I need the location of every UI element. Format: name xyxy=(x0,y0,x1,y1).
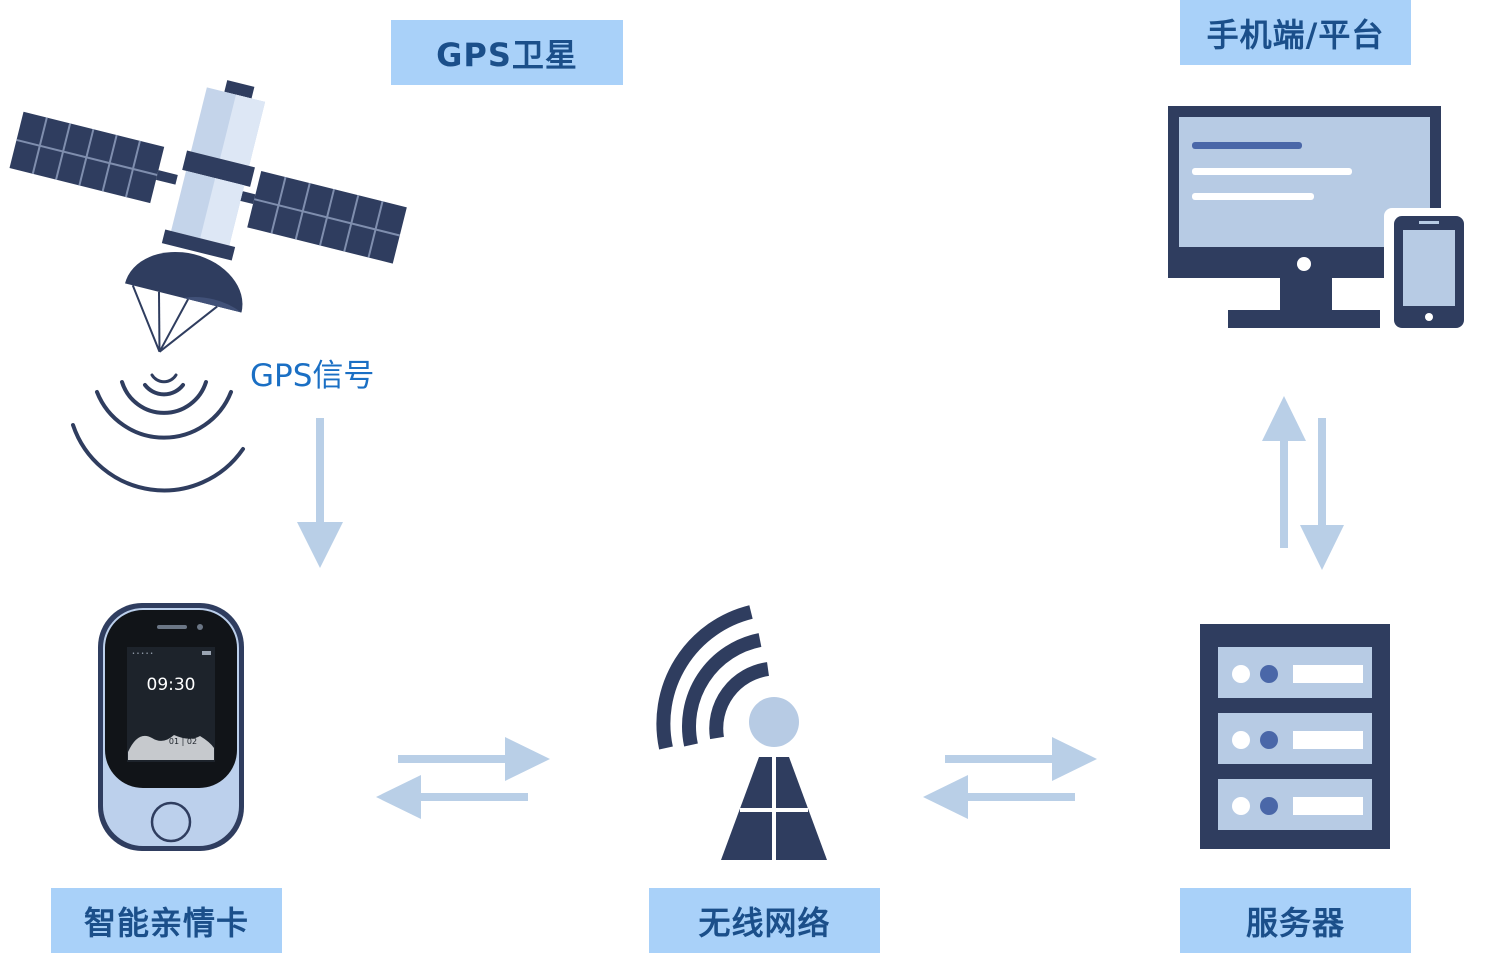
card-label: 智能亲情卡 xyxy=(51,888,282,953)
arrows-tower-server xyxy=(923,737,1097,819)
gps-signal-label: GPS信号 xyxy=(250,350,374,395)
gps-satellite-label-text: GPS卫星 xyxy=(436,35,578,74)
wireless-label-text: 无线网络 xyxy=(698,903,831,942)
card-device-icon: • • • • • 09:30 01 | 02 xyxy=(98,603,244,851)
device-date: 01 | 02 xyxy=(169,737,197,746)
server-label-text: 服务器 xyxy=(1245,903,1345,942)
platform-label-text: 手机端/平台 xyxy=(1206,15,1385,54)
gps-signal-label-text: GPS信号 xyxy=(250,358,375,394)
arrows-server-platform xyxy=(1262,396,1344,570)
gps-satellite-label: GPS卫星 xyxy=(391,20,623,85)
phone-icon xyxy=(1384,208,1468,334)
satellite-icon xyxy=(9,80,407,353)
down-arrow-signal xyxy=(297,418,343,568)
signal-waves-icon xyxy=(71,373,245,493)
svg-text:• • • • •: • • • • • xyxy=(132,651,153,657)
monitor-icon xyxy=(1168,106,1441,328)
card-label-text: 智能亲情卡 xyxy=(83,903,249,942)
wireless-tower-icon xyxy=(656,605,827,860)
server-rack-icon xyxy=(1200,624,1390,849)
arrows-card-tower xyxy=(376,737,550,819)
device-time: 09:30 xyxy=(147,675,196,695)
server-label: 服务器 xyxy=(1180,888,1411,953)
platform-label: 手机端/平台 xyxy=(1180,0,1411,65)
wireless-label: 无线网络 xyxy=(649,888,880,953)
